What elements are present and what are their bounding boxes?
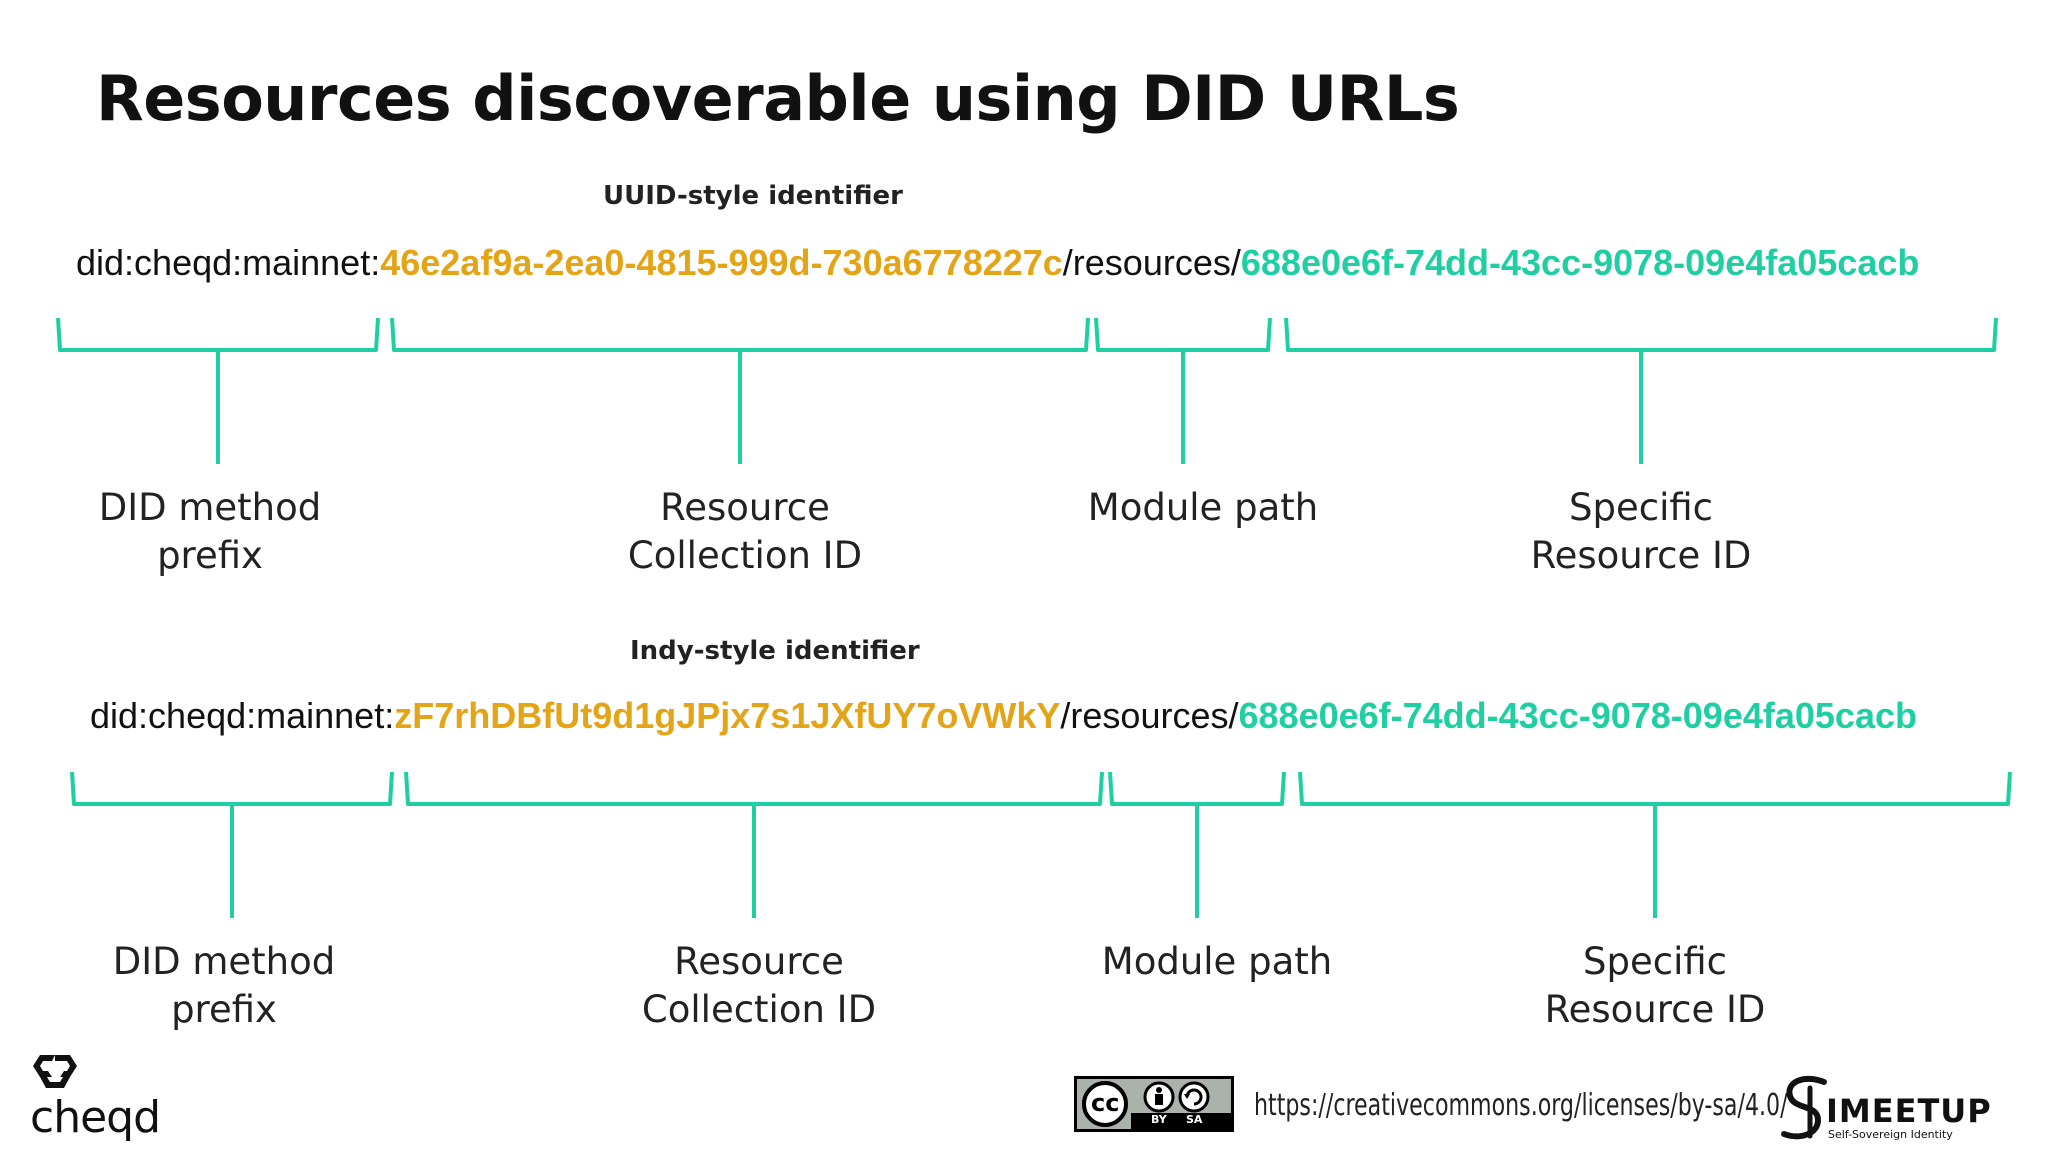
bracket-resource-collection-id — [390, 317, 1090, 464]
label-resource-collection-id: Resource Collection ID — [595, 484, 895, 580]
label-line: Collection ID — [641, 988, 877, 1031]
resource-id-text: 688e0e6f-74dd-43cc-9078-09e4fa05cacb — [1240, 242, 1920, 283]
did-prefix-text: did:cheqd:mainnet: — [76, 242, 381, 283]
uuid-style-label: UUID-style identifier — [603, 181, 903, 211]
bracket-did-method-prefix — [70, 771, 394, 918]
label-line: Module path — [1101, 940, 1333, 983]
label-line: DID method — [98, 486, 322, 529]
label-module-path: Module path — [1067, 938, 1367, 986]
cc-by-text: BY — [1151, 1113, 1167, 1126]
label-did-method-prefix: DID method prefix — [60, 484, 360, 580]
label-specific-resource-id: Specific Resource ID — [1491, 484, 1791, 580]
ssi-meetup-logo-text: IMEETUP — [1826, 1092, 1992, 1130]
label-line: Resource — [660, 486, 830, 529]
ssi-meetup-logo-icon — [1781, 1075, 1827, 1140]
bracket-specific-resource-id — [1284, 317, 1998, 464]
label-module-path: Module path — [1053, 484, 1353, 532]
bracket-specific-resource-id — [1298, 771, 2012, 918]
label-specific-resource-id: Specific Resource ID — [1505, 938, 1805, 1034]
bracket-module-path — [1094, 317, 1272, 464]
bracket-module-path — [1108, 771, 1286, 918]
cc-text: cc — [1091, 1089, 1120, 1117]
module-path-text: /resources/ — [1062, 242, 1241, 283]
indy-style-label: Indy-style identifier — [630, 636, 920, 666]
label-line: Module path — [1087, 486, 1319, 529]
label-resource-collection-id: Resource Collection ID — [609, 938, 909, 1034]
bracket-resource-collection-id — [404, 771, 1104, 918]
collection-id-text: zF7rhDBfUt9d1gJPjx7s1JXfUY7oVWkY — [394, 695, 1061, 736]
label-line: Resource — [674, 940, 844, 983]
uuid-brackets — [56, 317, 1998, 464]
module-path-text: /resources/ — [1060, 695, 1239, 736]
label-line: Resource ID — [1544, 988, 1766, 1031]
label-line: Collection ID — [627, 534, 863, 577]
label-line: prefix — [157, 534, 263, 577]
label-line: DID method — [112, 940, 336, 983]
cc-sa-text: SA — [1186, 1113, 1203, 1126]
resource-id-text: 688e0e6f-74dd-43cc-9078-09e4fa05cacb — [1238, 695, 1917, 736]
page-title: Resources discoverable using DID URLs — [96, 62, 1460, 135]
label-did-method-prefix: DID method prefix — [74, 938, 374, 1034]
did-prefix-text: did:cheqd:mainnet: — [90, 695, 395, 736]
cheqd-logo-text: cheqd — [30, 1092, 161, 1143]
ssi-meetup-logo-subtext: Self-Sovereign Identity — [1828, 1128, 1953, 1141]
label-line: Specific — [1568, 486, 1713, 529]
collection-id-text: 46e2af9a-2ea0-4815-999d-730a6778227c — [380, 242, 1063, 283]
bracket-did-method-prefix — [56, 317, 380, 464]
indy-brackets — [70, 771, 2012, 918]
cc-by-sa-badge-icon[interactable]: cc BY SA — [1074, 1076, 1234, 1132]
cheqd-logo-icon — [33, 1055, 77, 1088]
uuid-did-url: did:cheqd:mainnet:46e2af9a-2ea0-4815-999… — [76, 242, 1919, 284]
label-line: Specific — [1582, 940, 1727, 983]
indy-did-url: did:cheqd:mainnet:zF7rhDBfUt9d1gJPjx7s1J… — [90, 695, 1917, 737]
license-url-link[interactable]: https://creativecommons.org/licenses/by-… — [1254, 1088, 1788, 1123]
label-line: Resource ID — [1530, 534, 1752, 577]
label-line: prefix — [171, 988, 277, 1031]
